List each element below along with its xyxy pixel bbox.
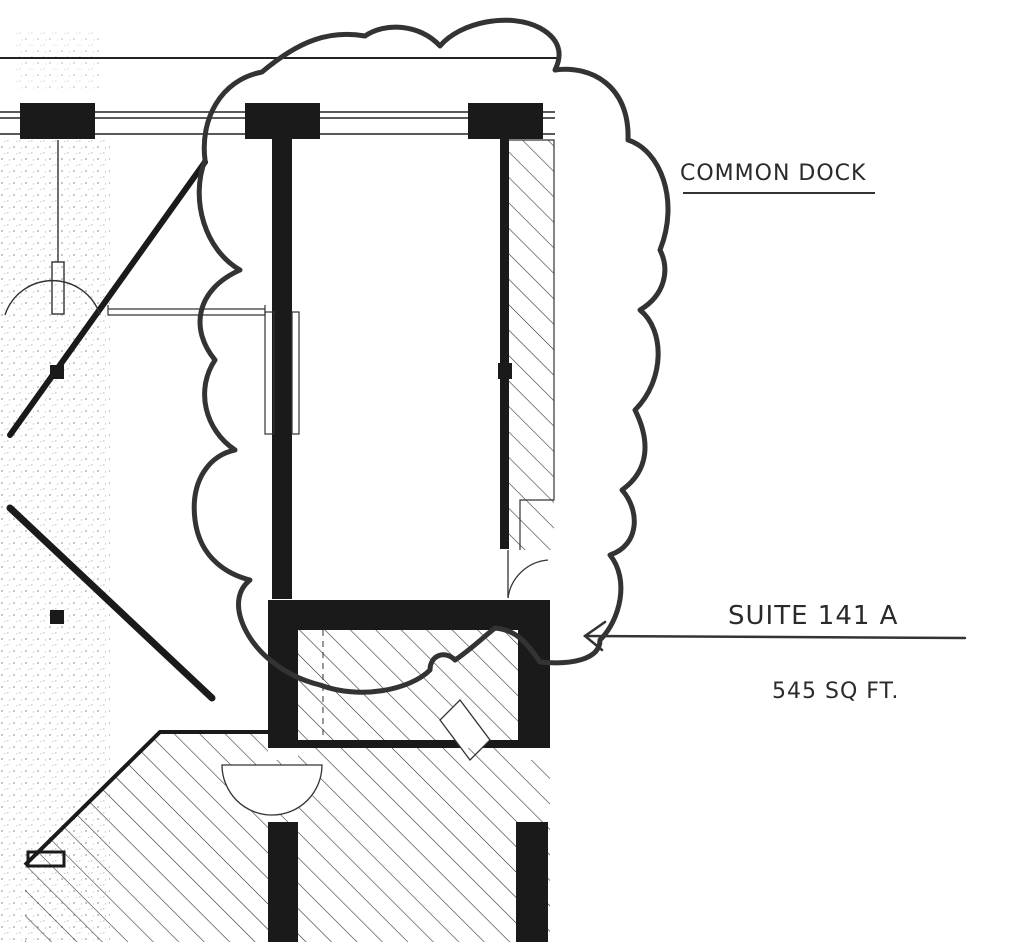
left-scan-noise [0,30,110,940]
cloud-outline [191,17,671,695]
dock-side-window [107,305,300,435]
diagonal-walls [6,159,216,702]
suite-door-swing [439,550,549,761]
suite-name-label: SUITE 141 A [728,601,898,631]
lower-door-swing [221,764,323,816]
common-dock-label: COMMON DOCK [680,161,866,186]
suite-area-label: 545 SQ FT. [772,679,899,704]
suite-room-walls [268,600,550,748]
dock-walls [272,139,512,599]
suite-leader-arrow [582,620,967,652]
structural-columns [20,103,543,139]
dock-hatched-wall [509,139,555,550]
lower-columns [268,822,548,942]
left-door-swing [4,140,101,316]
